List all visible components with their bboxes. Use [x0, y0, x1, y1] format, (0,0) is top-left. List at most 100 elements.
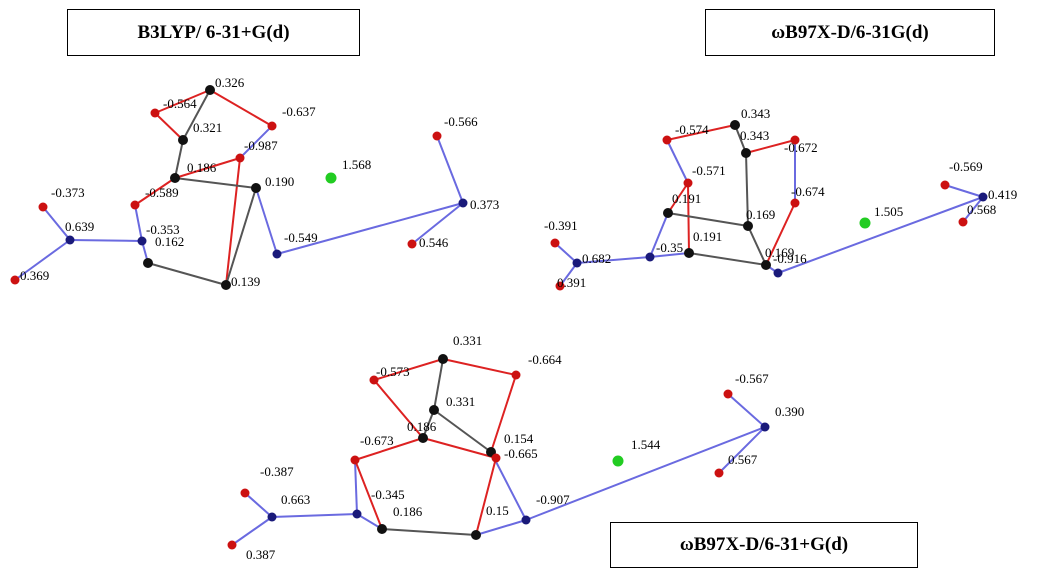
charge-label: 0.343	[741, 106, 770, 121]
bond	[225, 157, 241, 286]
charge-label: -0.353	[146, 222, 180, 237]
atom-o	[227, 540, 237, 550]
charge-label: 0.190	[265, 174, 294, 189]
atom-cl	[612, 455, 624, 467]
atom-o	[369, 375, 379, 385]
charge-label: 1.505	[874, 204, 903, 219]
atom-n	[521, 515, 531, 525]
bond	[442, 358, 517, 376]
charge-label: 0.15	[486, 503, 509, 518]
charge-label: -0.387	[260, 464, 294, 479]
bond	[276, 202, 464, 255]
atom-o	[38, 202, 48, 212]
charge-label: -0.589	[145, 185, 179, 200]
bond	[649, 212, 669, 258]
bond	[14, 239, 71, 281]
bond	[745, 152, 749, 227]
bond	[944, 184, 984, 198]
bond	[134, 177, 176, 206]
bond	[373, 358, 444, 381]
charge-label: -0.573	[376, 364, 410, 379]
atom-n	[572, 258, 582, 268]
bond	[765, 202, 796, 266]
atom-c	[741, 148, 751, 158]
bond	[209, 89, 273, 127]
charge-label: -0.987	[244, 138, 278, 153]
charge-label: -0.916	[773, 251, 807, 266]
bond	[777, 196, 984, 274]
bond	[174, 157, 241, 179]
charge-label: 0.186	[187, 160, 217, 175]
bond	[745, 139, 796, 154]
atom-c	[663, 208, 673, 218]
bond	[649, 252, 690, 258]
bond	[687, 182, 690, 254]
atom-c	[743, 221, 753, 231]
atom-c	[178, 135, 188, 145]
bond	[225, 187, 257, 286]
atom-o	[714, 468, 724, 478]
charge-label: 0.343	[740, 128, 769, 143]
charge-label: 0.546	[419, 235, 449, 250]
atom-n	[760, 422, 770, 432]
charge-label: 0.331	[453, 333, 482, 348]
bond	[666, 124, 736, 141]
atom-c	[471, 530, 481, 540]
bond	[436, 135, 464, 204]
atom-cl	[325, 172, 337, 184]
charge-label: 0.191	[693, 229, 722, 244]
atom-n	[352, 509, 362, 519]
atom-o	[150, 108, 160, 118]
method-label-wb97xd-631pg: ωB97X-D/6-31+G(d)	[610, 522, 918, 568]
charge-label: 0.139	[231, 274, 260, 289]
atom-c	[170, 173, 180, 183]
bond	[381, 528, 477, 536]
atom-o	[432, 131, 442, 141]
atom-n	[458, 198, 468, 208]
molecule-1: 0.326-0.564-0.6370.321-0.9870.1860.190-0…	[10, 75, 499, 290]
atom-n	[267, 512, 277, 522]
atom-o	[555, 281, 565, 291]
charge-label: -0.567	[735, 371, 769, 386]
charge-label: 0.568	[967, 202, 996, 217]
atom-n	[773, 268, 783, 278]
charge-label: -0.574	[675, 122, 709, 137]
method-label-wb97xd-631g: ωB97X-D/6-31G(d)	[705, 9, 995, 56]
bond	[239, 125, 273, 159]
bond	[373, 379, 424, 439]
charge-label: 0.321	[193, 120, 222, 135]
bond	[255, 187, 278, 255]
atom-c	[429, 405, 439, 415]
atom-o	[491, 453, 501, 463]
bond	[962, 196, 984, 223]
bond	[231, 516, 273, 546]
bond	[154, 112, 184, 141]
atom-o	[683, 178, 693, 188]
bond	[433, 409, 492, 453]
bond	[718, 426, 766, 474]
bond	[42, 206, 71, 241]
atom-o	[240, 488, 250, 498]
charge-label: 1.544	[631, 437, 661, 452]
bond	[411, 202, 464, 245]
charge-label: 0.369	[20, 268, 49, 283]
atom-o	[790, 198, 800, 208]
bond	[559, 262, 578, 287]
bond	[747, 225, 767, 266]
bond	[727, 393, 766, 428]
atom-o	[958, 217, 968, 227]
charge-label: 0.419	[988, 187, 1017, 202]
atom-o	[662, 135, 672, 145]
bond	[147, 262, 227, 286]
charge-label: -0.673	[360, 433, 394, 448]
atom-n	[65, 235, 75, 245]
bond	[666, 139, 689, 184]
atom-o	[723, 389, 733, 399]
charge-label: -0.566	[444, 114, 478, 129]
bond	[490, 374, 517, 453]
charge-label: 0.387	[246, 547, 276, 562]
bond	[174, 139, 184, 179]
atom-o	[550, 238, 560, 248]
atom-c	[418, 433, 428, 443]
